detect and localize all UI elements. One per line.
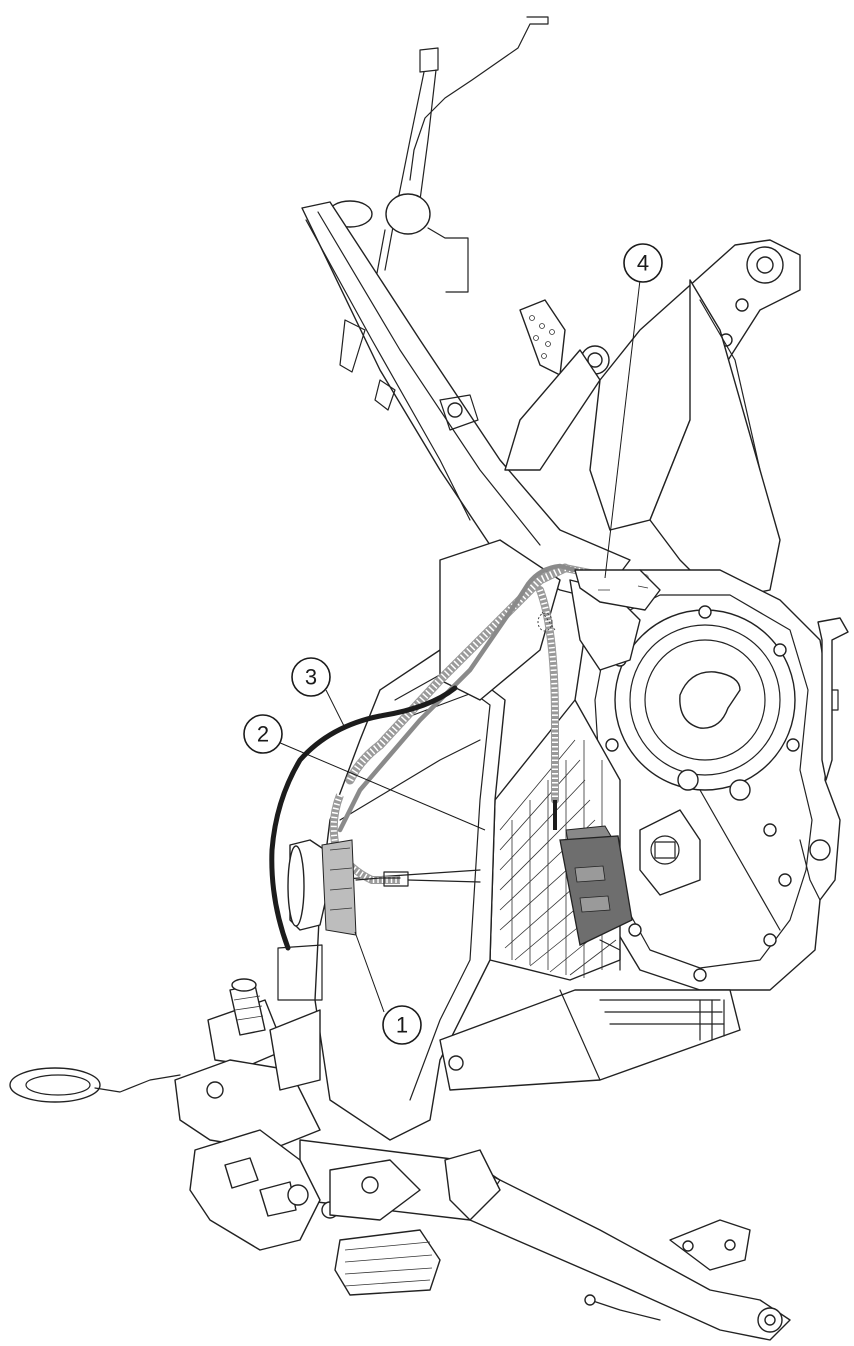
callout-4-label: 4 <box>637 251 649 276</box>
leader-lines <box>277 279 641 1013</box>
callout-3-label: 3 <box>305 665 317 690</box>
mount-plate <box>537 569 661 632</box>
swingarm <box>299 1139 791 1341</box>
callout-3: 3 <box>291 657 331 697</box>
callout-2-label: 2 <box>257 722 269 747</box>
side-stand-bracket <box>439 989 741 1091</box>
headlight-connector <box>277 839 481 1001</box>
callout-1: 1 <box>382 1005 422 1045</box>
shift-lever <box>799 617 849 901</box>
callout-1-label: 1 <box>396 1013 408 1038</box>
electrical-box <box>553 800 633 971</box>
callout-4: 4 <box>623 243 663 283</box>
callout-2: 2 <box>243 714 283 754</box>
left-grip-and-mirror <box>9 978 321 1151</box>
rear-subframe <box>504 239 801 601</box>
switch-assembly <box>189 1129 441 1296</box>
black-cable-3 <box>269 685 458 951</box>
